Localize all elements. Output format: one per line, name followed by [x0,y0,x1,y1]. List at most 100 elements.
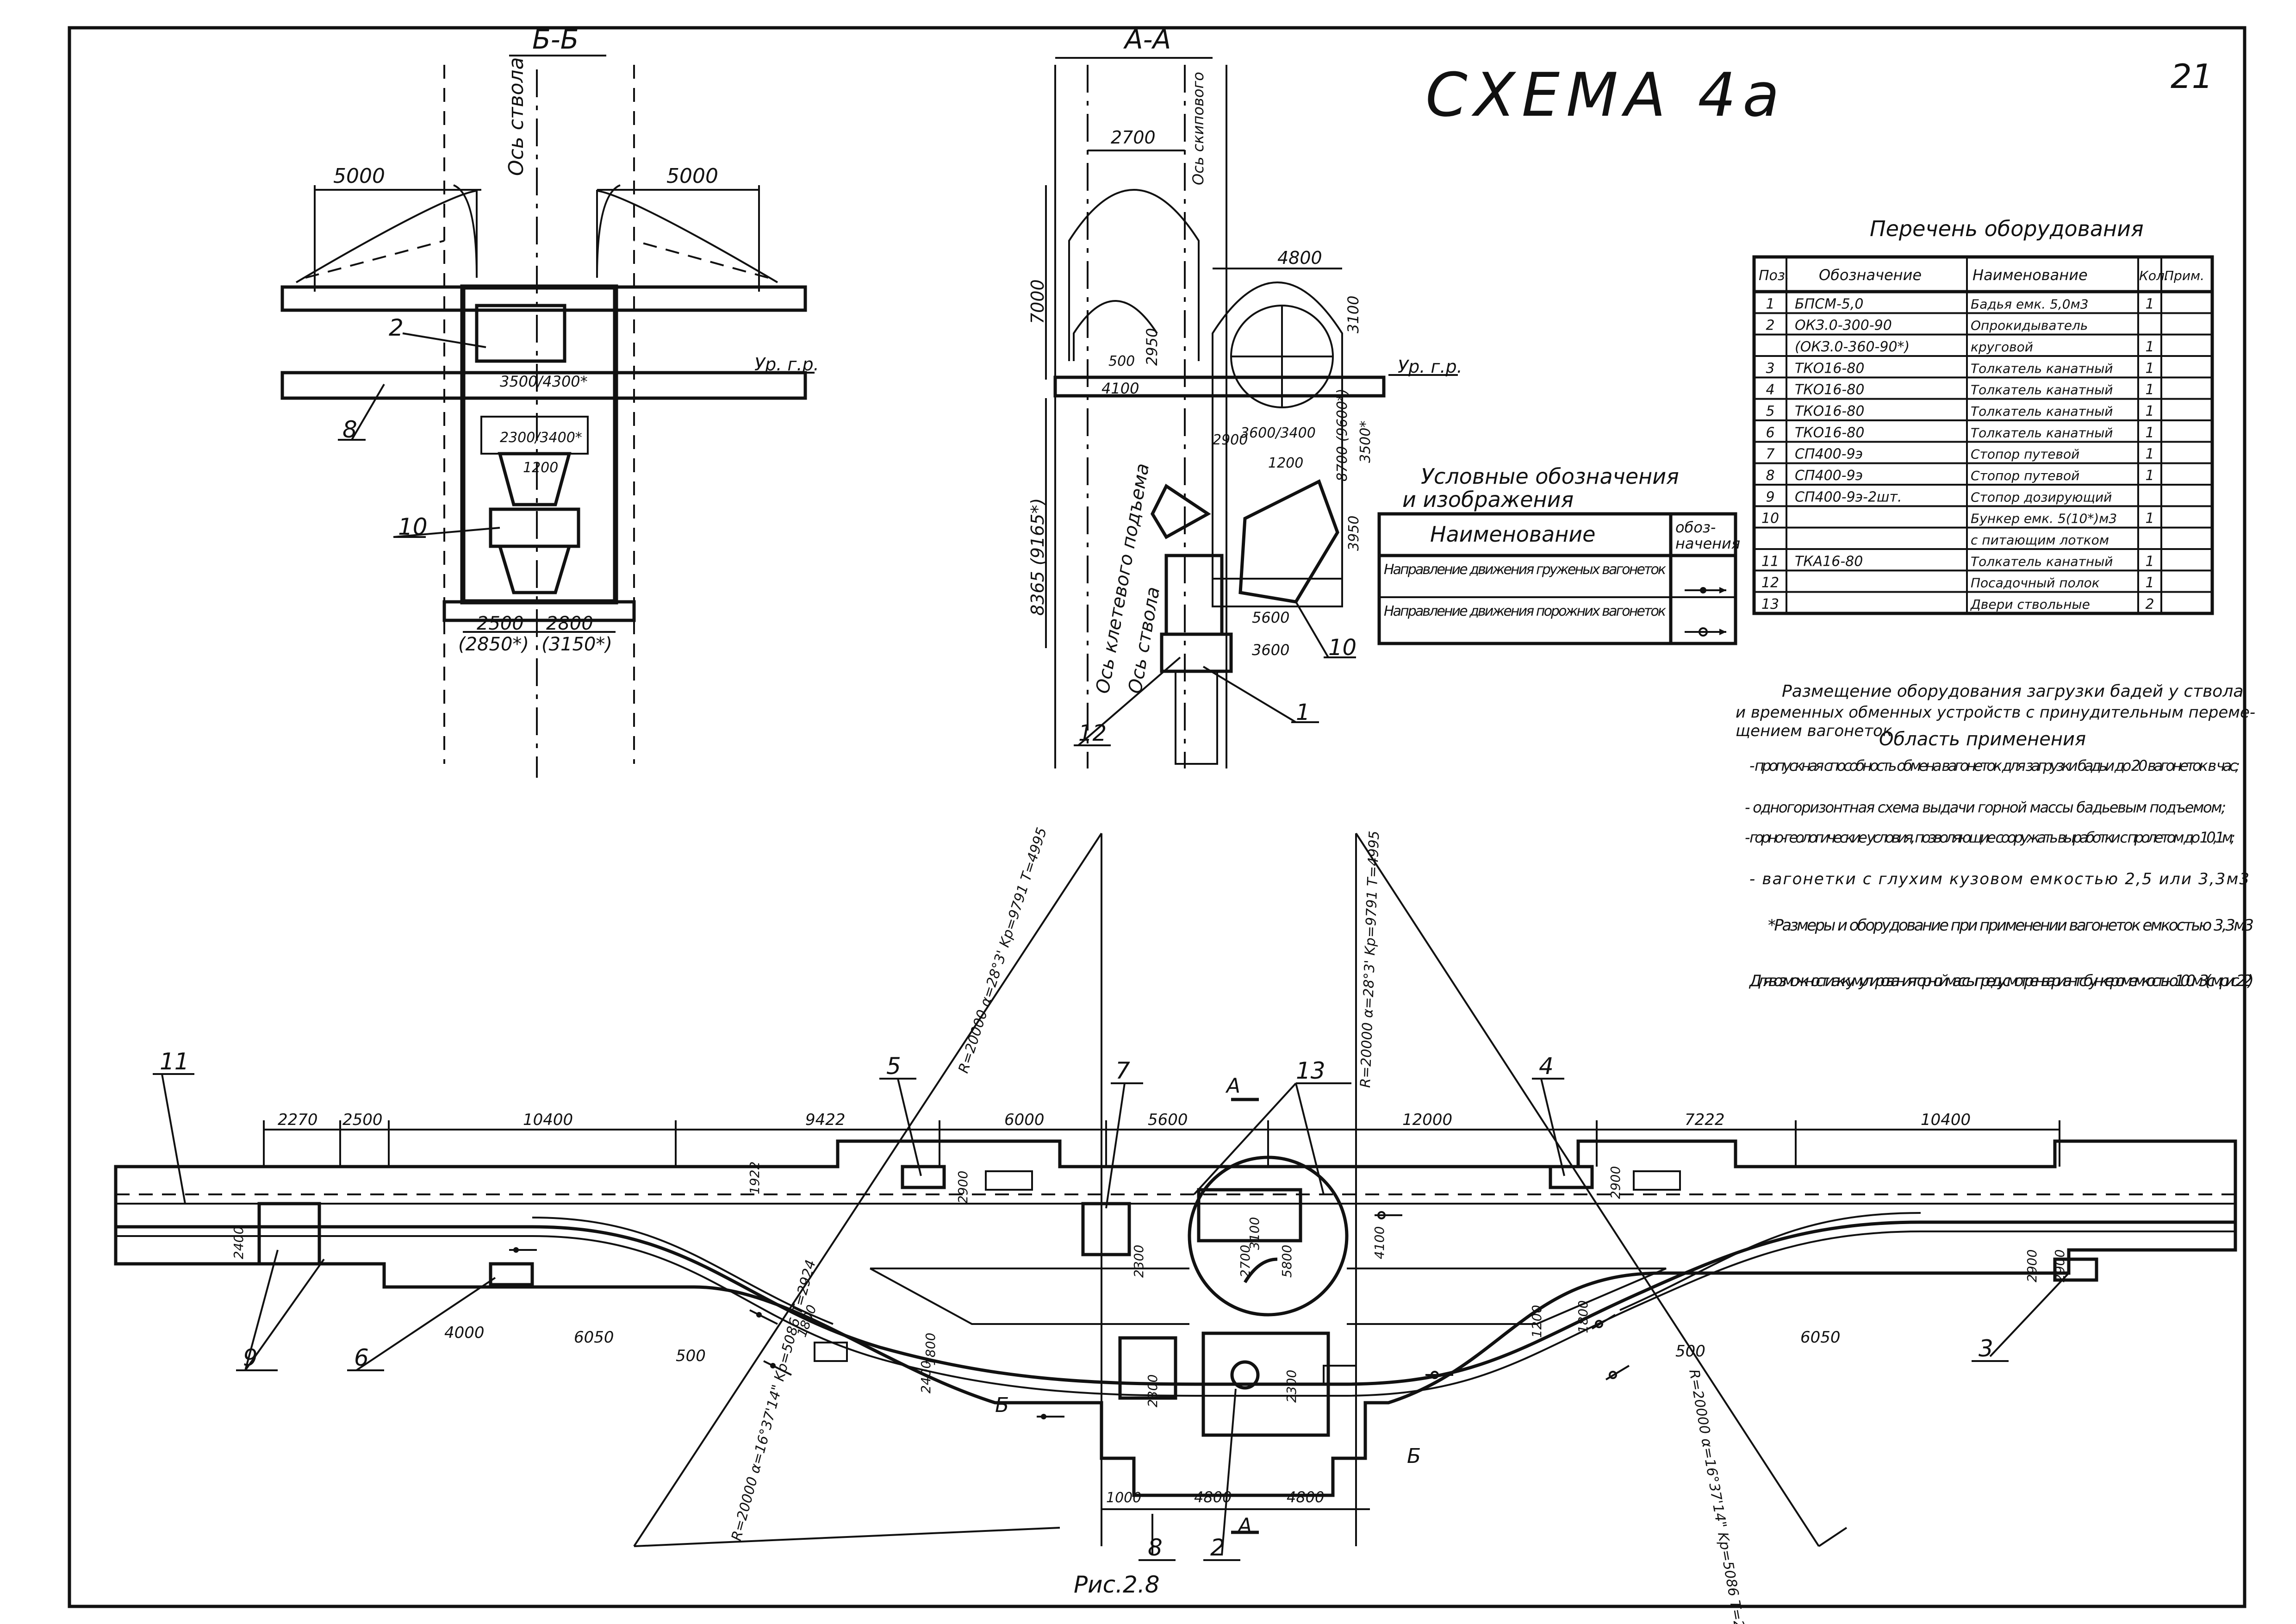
plan-dim-2900-b: 2900 [1608,1166,1623,1199]
dim-1200: 1200 [523,460,558,476]
eq-cell-code: ТКО16-80 [1795,403,1864,419]
eq-cell-code: ТКО16-80 [1795,382,1864,398]
plan-dim-500-right: 500 [1675,1342,1705,1361]
eq-cell-code: СП400-9э [1795,468,1863,484]
eq-cell-pos: 8 [1766,468,1774,484]
eq-cell-name: Толкатель канатный [1971,554,2113,569]
notes-heading-1: Размещение оборудования загрузки бадей у… [1782,682,2243,701]
eq-cell-qty: 1 [2145,339,2154,355]
section-aa-title: А-А [1123,24,1171,55]
level-label-bb: Ур. г.р. [754,354,819,375]
eq-cell-name: Опрокидыватель [1971,318,2088,333]
eq-cell-name: Стопор путевой [1971,447,2079,462]
plan-dim-2300: 2300 [1131,1245,1146,1278]
eq-cell-pos: 9 [1766,489,1774,505]
dim-2850: (2850*) [458,634,529,655]
eq-cell-pos: 13 [1761,596,1779,612]
plan-dim-7222: 7222 [1685,1111,1725,1129]
eq-cell-pos: 12 [1761,575,1779,591]
dim-2950: 2950 [1143,328,1161,366]
section-mark-a-top: А [1225,1074,1240,1098]
eq-cell-qty: 1 [2145,425,2154,441]
eq-cell-name: Стопор путевой [1971,468,2079,483]
eq-cell-qty: 1 [2145,575,2154,591]
eq-cell-pos: 2 [1766,318,1774,334]
plan-dim-2400: 2400 [231,1226,246,1259]
dim-8365: 8365 (9165*) [1027,498,1048,616]
eq-cell-pos: 4 [1766,382,1774,398]
eq-header-name: Наименование [1972,266,2088,284]
plan-callout-11: 11 [160,1048,189,1075]
eq-cell-qty: 1 [2145,403,2154,419]
dim-5000-left: 5000 [333,164,385,188]
eq-cell-code: СП400-9э [1795,446,1863,462]
level-label-aa: Ур. г.р. [1398,356,1462,377]
plan-dim-1800-b: 1800 [923,1333,938,1366]
plan-dim-10400-right: 10400 [1921,1111,1971,1129]
legend-col-name: Наименование [1430,522,1595,547]
legend: Условные обозначения и изображения Наиме… [1377,464,1740,645]
note-item-2: - одногоризонтная схема выдачи горной ма… [1745,799,2226,816]
dim-3950: 3950 [1346,516,1362,551]
eq-cell-qty: 2 [2145,596,2154,612]
legend-row-loaded: Направление движения груженых вагонеток [1384,562,1666,578]
dim-3600-aa: 3600 [1252,641,1289,659]
plan-dim-3100: 3100 [1247,1217,1262,1250]
plan-callout-7: 7 [1115,1057,1130,1084]
plan-dim-2900: 2900 [955,1171,971,1204]
plan-view: 2270 2500 10400 9422 6000 5600 12000 722… [114,825,2237,1624]
eq-cell-name: Толкатель канатный [1971,361,2113,376]
notes: Размещение оборудования загрузки бадей у… [1736,682,2255,990]
eq-header-pos: Поз. [1759,268,1789,284]
callout-2: 2 [389,314,404,341]
callout-8: 8 [342,416,357,443]
eq-cell-qty: 1 [2145,296,2154,312]
plan-dim-5800: 5800 [1279,1245,1294,1278]
plan-dim-2900-d: 2900 [2024,1249,2040,1282]
eq-header-note: Прим. [2164,268,2204,283]
section-mark-b-left: Б [995,1393,1009,1417]
eq-cell-pos: 3 [1766,360,1774,376]
plan-callout-8: 8 [1148,1534,1163,1561]
dim-4100: 4100 [1101,380,1139,397]
plan-dim-2400-b: 2400 [918,1361,933,1393]
notes-area-title: Область применения [1879,729,2086,750]
section-mark-a-bottom: А [1237,1514,1252,1537]
eq-cell-qty: 1 [2145,360,2154,376]
plan-dim-4800-right: 4800 [1287,1488,1324,1506]
sheet-border [68,26,2246,1608]
dim-2700: 2700 [1111,127,1156,148]
eq-cell-name: Посадочный полок [1971,575,2100,591]
plan-dim-5600: 5600 [1148,1111,1188,1129]
plan-dim-2300-b: 2300 [1284,1370,1299,1403]
dim-7000: 7000 [1027,279,1048,324]
axis-label-skip: Ось скипового [1189,72,1207,185]
eq-cell-pos: 1 [1766,296,1774,312]
axis-label-shaft: Ось ствола [1125,585,1164,695]
dim-2800: 2800 [546,613,593,634]
eq-cell-name: Толкатель канатный [1971,382,2113,398]
plan-dim-9422: 9422 [805,1111,846,1129]
eq-cell-qty: 1 [2145,468,2154,484]
note-item-3: - горно-геологические условия, позволяющ… [1745,829,2235,846]
plan-dim-4100: 4100 [1372,1226,1387,1259]
dim-500: 500 [1108,353,1135,369]
plan-callout-6: 6 [354,1344,369,1371]
eq-cell-code: БПСМ-5,0 [1795,296,1864,312]
callout-1: 1 [1296,700,1310,725]
plan-callout-9: 9 [243,1344,258,1371]
curve-left-top: R=20000 α=28°3' Kp=9791 T=4995 [955,825,1050,1075]
notes-bunker: Для возможности аккумулирования горной м… [1748,972,2254,990]
plan-dim-2270: 2270 [278,1111,318,1129]
legend-col-symbol-2: начения [1675,535,1740,552]
eq-cell-code: ОКЗ.0-300-90 [1795,318,1892,334]
legend-col-symbol: обоз- [1675,518,1716,536]
curve-right-top: R=20000 α=28°3' Kp=9791 T=4995 [1357,831,1382,1088]
note-item-4: - вагонетки с глухим кузовом емкостью 2,… [1749,870,2249,888]
dim-2900: 2900 [1213,432,1248,448]
plan-dim-6050-left: 6050 [574,1328,614,1347]
legend-title-line1: Условные обозначения [1421,464,1679,489]
dim-3500star: 3500* [1357,421,1374,463]
note-item-1: - пропускная способность обмена вагонето… [1749,757,2240,775]
